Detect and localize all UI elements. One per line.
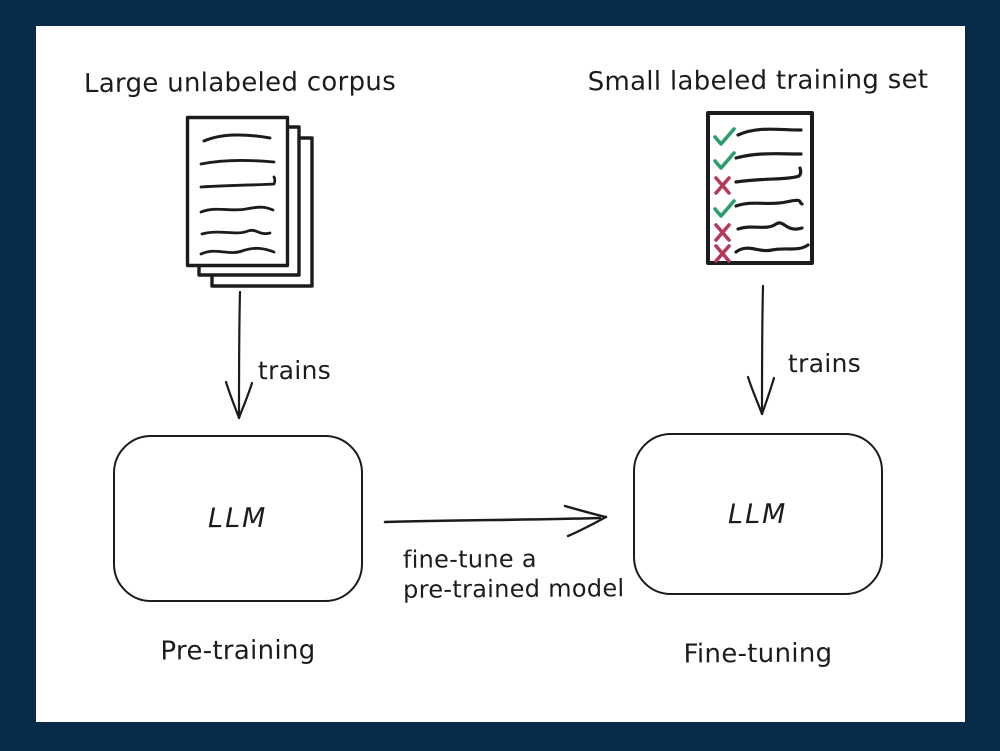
check-icon	[713, 151, 736, 170]
trains-arrow-down-left-icon	[224, 290, 254, 420]
unlabeled-corpus-label: Large unlabeled corpus	[83, 66, 397, 100]
cross-icon	[714, 244, 731, 263]
llm-box-pretraining: LLM	[113, 435, 363, 602]
trains-arrow-down-right-icon	[746, 284, 776, 416]
trains-label-left: trains	[257, 355, 332, 386]
finetune-arrow-label-line2: pre-trained model	[403, 574, 625, 604]
llm-label-left: LLM	[208, 502, 268, 535]
trains-label-right: trains	[787, 348, 862, 379]
pretraining-stage-label: Pre-training	[160, 635, 316, 667]
finetune-arrow-right-icon	[383, 504, 608, 538]
diagram-canvas: Large unlabeled corpus trains LLM Pre-tr…	[36, 26, 965, 722]
llm-box-finetuning: LLM	[633, 433, 883, 595]
text-scribble-lines	[199, 133, 277, 256]
labeled-document-icon	[706, 111, 814, 265]
finetuning-stage-label: Fine-tuning	[683, 638, 833, 670]
labeled-training-set-label: Small labeled training set	[587, 64, 929, 98]
llm-label-right: LLM	[728, 498, 788, 530]
cross-icon	[714, 176, 731, 195]
cross-icon	[714, 223, 731, 242]
label-marks	[713, 127, 736, 263]
check-icon	[713, 199, 736, 218]
document-stack-icon	[185, 115, 314, 288]
check-icon	[713, 127, 736, 146]
finetune-arrow-label: fine-tune a pre-trained model	[403, 543, 625, 605]
finetune-arrow-label-line1: fine-tune a	[402, 544, 537, 574]
text-scribble-lines	[734, 127, 810, 254]
